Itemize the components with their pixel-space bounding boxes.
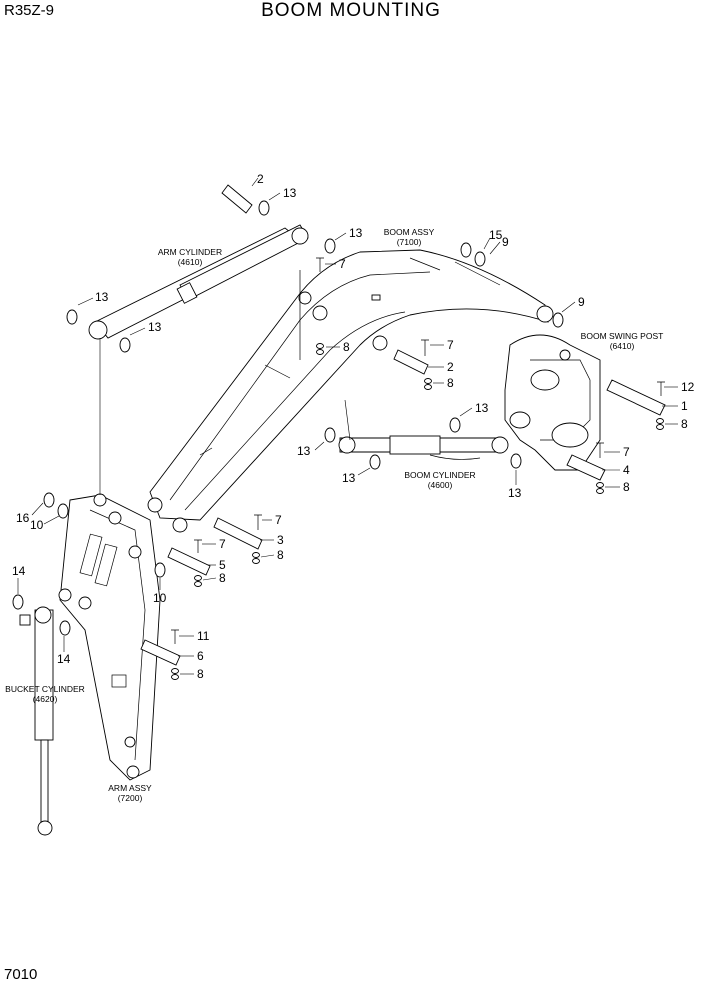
callout-8-b: 8 (447, 376, 454, 390)
arm-cylinder-code: (4610) (178, 257, 203, 267)
callout-11: 11 (197, 629, 210, 643)
callout-8-c: 8 (681, 417, 688, 431)
callout-8-e: 8 (277, 548, 284, 562)
leader-lines (17, 177, 678, 675)
page-number: 7010 (4, 966, 38, 983)
callout-13-e: 13 (475, 401, 489, 415)
bucket-cylinder-drawing (19, 606, 54, 836)
callout-8-a: 8 (343, 340, 350, 354)
pin-1 (606, 379, 666, 416)
callout-7-b: 7 (447, 338, 454, 352)
callout-9-b: 9 (578, 295, 585, 309)
pins (140, 184, 666, 666)
page-title: BOOM MOUNTING (261, 0, 441, 21)
callout-1: 1 (681, 399, 688, 413)
callout-3: 3 (277, 533, 284, 547)
arm-assembly-drawing (58, 493, 161, 781)
callout-7-c: 7 (623, 445, 630, 459)
callout-8-d: 8 (623, 480, 630, 494)
callout-2-right: 2 (447, 360, 454, 374)
callout-13-h: 13 (508, 486, 522, 500)
callout-13-c: 13 (95, 290, 109, 304)
boom-assy-code: (7100) (397, 237, 422, 247)
boom-cylinder-code: (4600) (428, 480, 453, 490)
callout-14-b: 14 (57, 652, 71, 666)
callout-4: 4 (623, 463, 630, 477)
pin-4 (566, 454, 606, 481)
pin-2-top (221, 184, 253, 214)
boom-swing-post-code: (6410) (610, 341, 635, 351)
callout-15: 15 (489, 228, 503, 242)
callout-7-e: 7 (219, 537, 226, 551)
callout-7-a: 7 (339, 257, 346, 271)
callout-8-g: 8 (197, 667, 204, 681)
callout-7-d: 7 (275, 513, 282, 527)
arm-assy-code: (7200) (118, 793, 143, 803)
boom-cylinder-label: BOOM CYLINDER (404, 470, 475, 480)
boom-assy-label: BOOM ASSY (384, 227, 435, 237)
arm-assy-label: ARM ASSY (108, 783, 152, 793)
callout-13-d: 13 (148, 320, 162, 334)
callout-5: 5 (219, 558, 226, 572)
callout-numbers: 2 13 13 13 13 7 15 9 9 8 7 2 8 12 1 8 13… (12, 172, 695, 681)
boom-cylinder-drawing (338, 435, 509, 460)
pin-6 (140, 639, 181, 666)
boom-assembly-drawing (147, 249, 554, 533)
boom-swing-post-label: BOOM SWING POST (581, 331, 664, 341)
assembly-labels: ARM CYLINDER (4610) BOOM ASSY (7100) BOO… (5, 227, 663, 803)
callout-13-a: 13 (283, 186, 297, 200)
callout-13-f: 13 (297, 444, 311, 458)
callout-13-g: 13 (342, 471, 356, 485)
washers (12, 200, 564, 636)
pin-3 (213, 517, 263, 550)
callout-12: 12 (681, 380, 695, 394)
callout-16: 16 (16, 511, 30, 525)
callout-9-a: 9 (502, 235, 509, 249)
callout-10-a: 10 (30, 518, 44, 532)
callout-8-f: 8 (219, 571, 226, 585)
callout-6: 6 (197, 649, 204, 663)
callout-10-b: 10 (153, 591, 167, 605)
callout-2-top: 2 (257, 172, 264, 186)
callout-14-a: 14 (12, 564, 26, 578)
pin-5 (167, 547, 211, 576)
bucket-cylinder-label: BUCKET CYLINDER (5, 684, 85, 694)
boom-swing-post-drawing (504, 334, 601, 471)
model-number: R35Z-9 (4, 2, 55, 19)
bolts-and-nuts (171, 257, 665, 680)
arm-cylinder-drawing (88, 224, 309, 340)
arm-cylinder-label: ARM CYLINDER (158, 247, 222, 257)
bucket-cylinder-code: (4620) (33, 694, 58, 704)
pin-2-right (393, 349, 429, 375)
callout-13-b: 13 (349, 226, 363, 240)
